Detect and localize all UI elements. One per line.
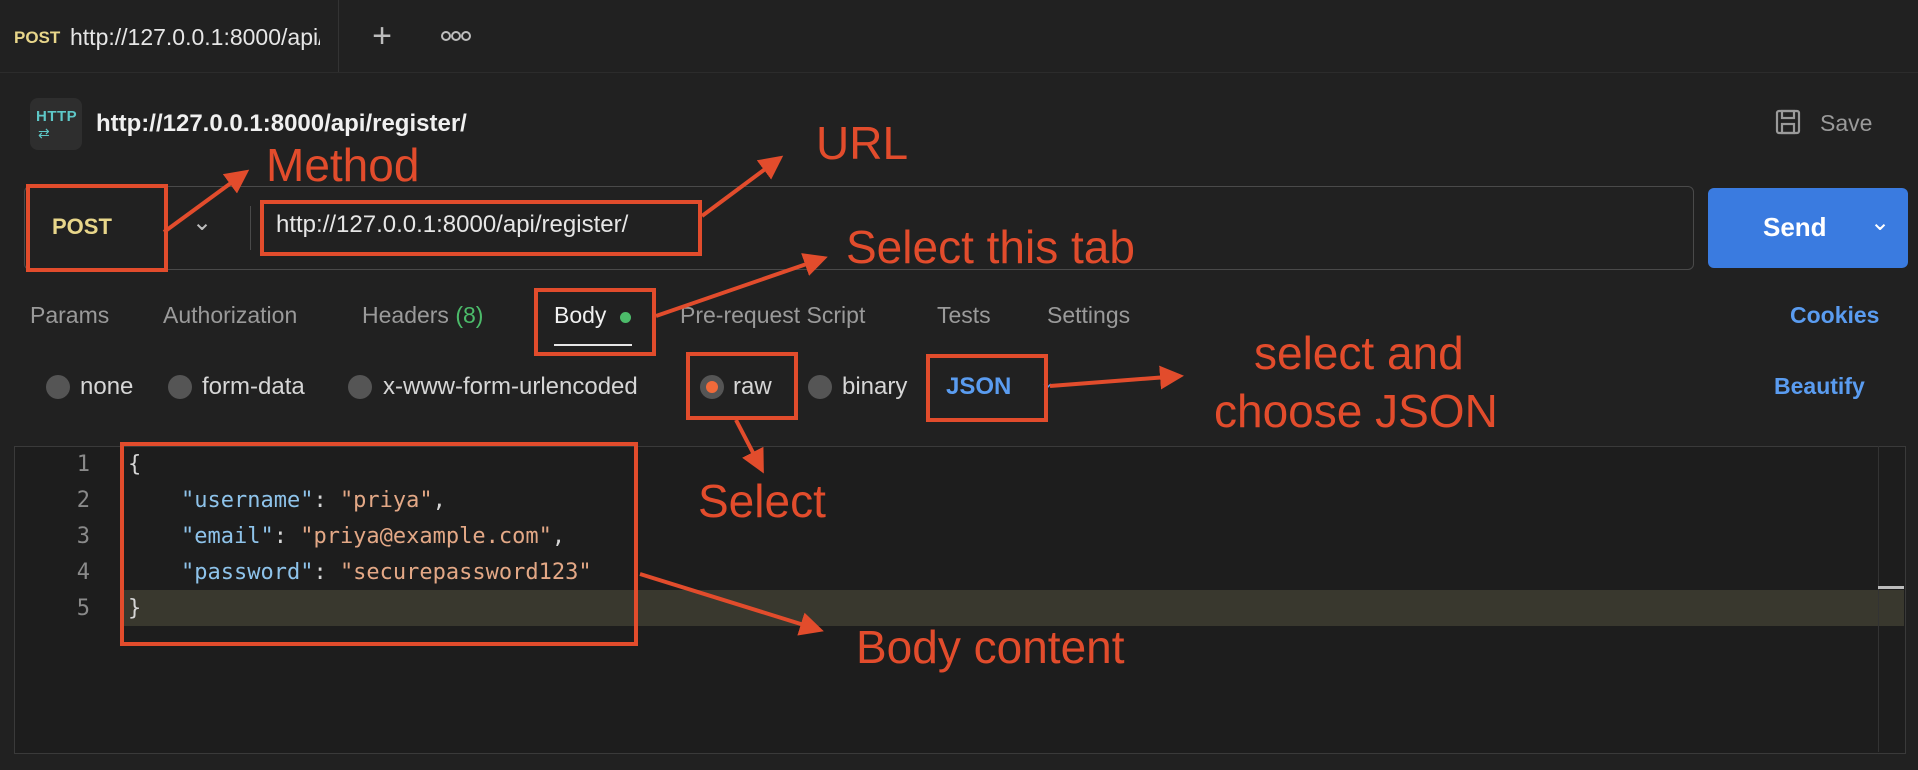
format-dropdown[interactable]: JSON xyxy=(946,373,1012,400)
radio-urlencoded[interactable] xyxy=(348,375,372,399)
url-divider xyxy=(250,206,251,250)
beautify-link[interactable]: Beautify xyxy=(1774,373,1865,399)
json-key: "username" xyxy=(180,488,314,513)
annotation-body-content: Body content xyxy=(856,621,1125,673)
body-active-dot xyxy=(620,312,631,323)
annotation-box-body-tab xyxy=(534,288,656,356)
url-input[interactable]: http://127.0.0.1:8000/api/register/ xyxy=(276,211,629,238)
line-number: 2 xyxy=(76,488,90,513)
code-line-3[interactable]: "email": "priya@example.com", xyxy=(180,524,566,549)
code-line-1[interactable]: { xyxy=(128,452,142,477)
scrollbar-marker xyxy=(1878,586,1904,589)
tab-authorization[interactable]: Authorization xyxy=(163,302,298,328)
send-button[interactable]: Send ⌄ xyxy=(1708,188,1908,268)
radio-binary[interactable] xyxy=(808,375,832,399)
tab-settings[interactable]: Settings xyxy=(1047,302,1131,328)
radio-none-label[interactable]: none xyxy=(80,373,134,400)
annotation-method: Method xyxy=(266,139,420,191)
tab-headers[interactable]: Headers (8) xyxy=(362,302,483,329)
chevron-down-icon: ⌄ xyxy=(192,209,213,236)
radio-none[interactable] xyxy=(46,375,70,399)
line-number: 3 xyxy=(76,524,90,549)
more-dots-icon xyxy=(441,31,471,41)
radio-raw-label[interactable]: raw xyxy=(733,373,772,400)
http-request-icon: HTTP ⇄ xyxy=(30,98,82,150)
annotation-url: URL xyxy=(816,117,909,169)
tab-params[interactable]: Params xyxy=(30,302,110,328)
annotation-select-json-1: select and xyxy=(1254,327,1464,379)
annotation-box-method xyxy=(26,184,168,272)
body-tab-underline xyxy=(554,344,632,346)
headers-count-badge: (8) xyxy=(455,302,484,328)
radio-binary-label[interactable]: binary xyxy=(842,373,908,400)
radio-urlencoded-label[interactable]: x-www-form-urlencoded xyxy=(383,373,638,400)
annotation-box-json xyxy=(926,354,1048,422)
line-number: 1 xyxy=(76,452,90,477)
radio-selected-dot xyxy=(706,381,718,393)
radio-raw[interactable] xyxy=(700,375,724,399)
method-value: POST xyxy=(52,214,112,239)
json-key: "email" xyxy=(180,524,274,549)
http-icon-label: HTTP xyxy=(36,108,78,125)
radio-form-data-label[interactable]: form-data xyxy=(202,373,305,400)
annotation-box-raw xyxy=(686,352,798,420)
json-value: "priya@example.com" xyxy=(300,524,552,549)
line-number: 4 xyxy=(76,560,90,585)
json-value: "securepassword123" xyxy=(339,560,592,585)
annotation-select-json-2: choose JSON xyxy=(1214,385,1498,437)
cookies-link[interactable]: Cookies xyxy=(1790,302,1880,328)
save-label: Save xyxy=(1820,110,1873,136)
request-title[interactable]: http://127.0.0.1:8000/api/register/ xyxy=(96,110,467,137)
code-line-2[interactable]: "username": "priya", xyxy=(180,488,446,513)
more-options-icon[interactable] xyxy=(436,18,476,54)
tab-url: http://127.0.0.1:8000/api/register/ xyxy=(70,24,320,50)
send-options-chevron-icon[interactable]: ⌄ xyxy=(1870,209,1891,236)
current-line-highlight xyxy=(120,590,1904,626)
save-button[interactable]: Save xyxy=(1774,106,1894,142)
editor-scrollbar[interactable] xyxy=(1878,446,1879,752)
annotation-select-tab: Select this tab xyxy=(846,221,1135,273)
new-tab-plus-icon[interactable]: + xyxy=(372,17,392,55)
tab-prerequest-script[interactable]: Pre-request Script xyxy=(680,302,866,328)
line-number: 5 xyxy=(76,596,90,621)
tab-tests[interactable]: Tests xyxy=(937,302,991,328)
request-tab[interactable]: POST http://127.0.0.1:8000/api/register/ xyxy=(0,0,339,72)
code-line-5[interactable]: } xyxy=(128,596,142,621)
code-line-4[interactable]: "password": "securepassword123" xyxy=(180,560,592,585)
tab-method: POST xyxy=(14,28,61,47)
tab-body[interactable]: Body xyxy=(554,302,607,328)
annotation-box-url xyxy=(260,200,702,256)
swap-arrows-icon: ⇄ xyxy=(38,125,50,141)
json-key: "password" xyxy=(180,560,314,585)
tab-headers-label: Headers xyxy=(362,302,449,328)
annotation-box-body-content xyxy=(120,442,638,646)
json-value: "priya" xyxy=(339,488,433,513)
annotation-select: Select xyxy=(698,475,826,527)
arrow-select-json xyxy=(1049,365,1184,390)
save-floppy-icon xyxy=(1775,109,1801,135)
radio-form-data[interactable] xyxy=(168,375,192,399)
send-label: Send xyxy=(1763,212,1827,242)
